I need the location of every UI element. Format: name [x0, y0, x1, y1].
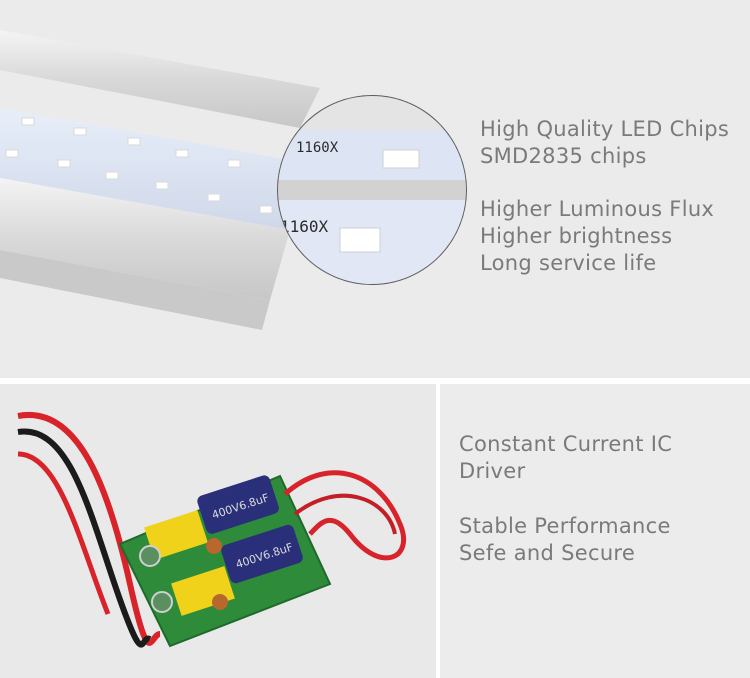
- led-chip-feature-text: High Quality LED Chips SMD2835 chips: [480, 116, 729, 170]
- feature-line: Driver: [459, 459, 526, 483]
- led-tube-illustration: 1160X 1160X: [0, 30, 467, 330]
- led-tube-panel: 1160X 1160X High Quality LED Chips SMD28…: [0, 0, 750, 378]
- inductor: [206, 538, 222, 554]
- luminous-feature-text: Higher Luminous Flux Higher brightness L…: [480, 196, 714, 277]
- feature-line: Stable Performance: [459, 514, 671, 538]
- input-wire-red: [17, 411, 161, 646]
- tube-top-rail: [0, 30, 320, 128]
- capacitor: 400V6.8uF: [221, 524, 303, 584]
- capacitor: 400V6.8uF: [197, 475, 279, 534]
- input-wire-black: [17, 428, 152, 648]
- led-chip: [5, 149, 19, 158]
- magnified-led-chip: [339, 227, 381, 253]
- input-wire-red: [17, 451, 111, 615]
- led-chip: [21, 117, 35, 126]
- inductor: [212, 594, 228, 610]
- driver-board-panel: 400V6.8uF 400V6.8uF: [0, 384, 436, 678]
- small-capacitor: [151, 591, 173, 613]
- small-capacitor: [139, 545, 161, 567]
- feature-line: Higher Luminous Flux: [480, 197, 715, 221]
- led-chip: [155, 181, 169, 190]
- driver-board-illustration: 400V6.8uF 400V6.8uF: [17, 411, 407, 648]
- tube-led-strip: [0, 108, 300, 230]
- feature-line: Constant Current IC: [459, 432, 673, 456]
- output-wire-red: [283, 470, 407, 561]
- tube-lower-rail: [0, 178, 290, 300]
- feature-line: High Quality LED Chips: [480, 117, 730, 141]
- led-chip: [73, 127, 87, 136]
- led-chip: [259, 205, 273, 214]
- transformer: [144, 510, 208, 560]
- magnified-led-chip: [382, 149, 420, 169]
- performance-feature-text: Stable Performance Sefe and Secure: [459, 513, 671, 567]
- output-wire-red: [293, 493, 397, 535]
- feature-line: Sefe and Secure: [459, 541, 636, 565]
- led-chip: [127, 137, 141, 146]
- led-chip: [105, 171, 119, 180]
- tube-base: [0, 250, 270, 330]
- led-chip: [175, 149, 189, 158]
- feature-line: Higher brightness: [480, 224, 673, 248]
- feature-line: Long service life: [480, 251, 657, 275]
- led-chip: [227, 159, 241, 168]
- board-marking: 1160X: [296, 140, 339, 156]
- driver-feature-text: Constant Current IC Driver: [459, 431, 672, 485]
- board-marking: 1160X: [280, 217, 329, 236]
- led-chips: [5, 117, 273, 214]
- driver-text-panel: [440, 384, 750, 678]
- led-chip: [207, 193, 221, 202]
- led-chip: [57, 159, 71, 168]
- feature-line: SMD2835 chips: [480, 144, 647, 168]
